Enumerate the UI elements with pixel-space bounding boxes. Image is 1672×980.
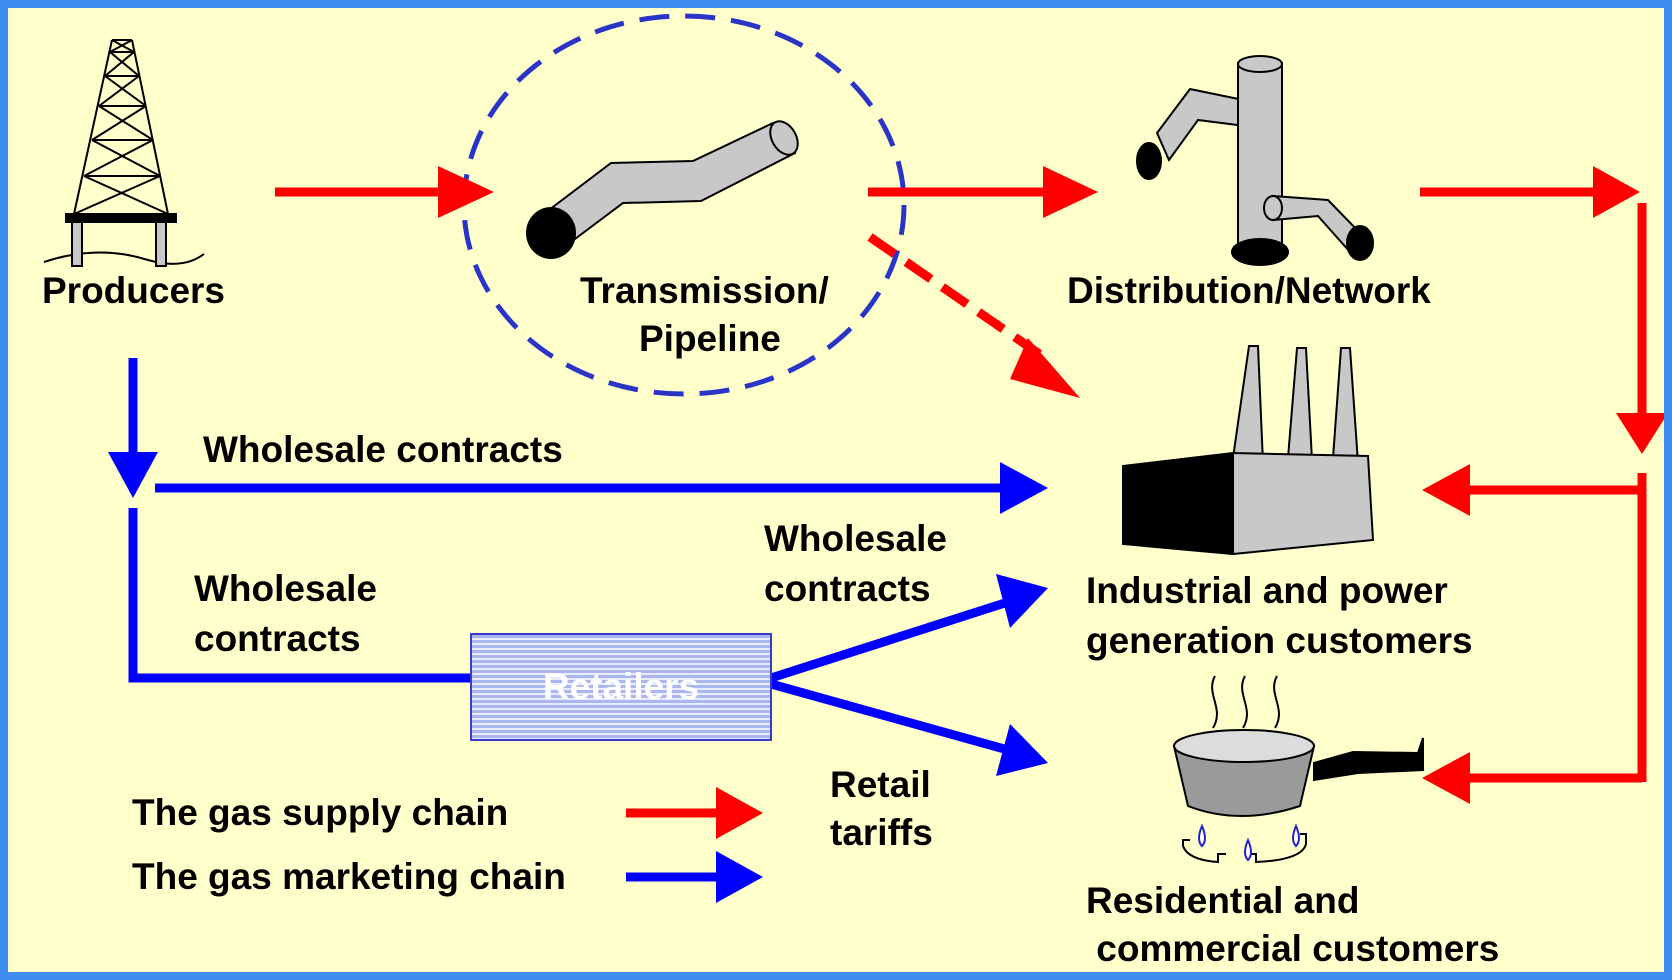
factory-icon — [1122, 345, 1375, 556]
legend-marketing-label: The gas marketing chain — [132, 856, 566, 897]
oil-rig-icon — [43, 39, 205, 267]
wholesale-top-label: Wholesale contracts — [203, 429, 563, 470]
pipeline-icon — [526, 120, 799, 259]
transmission-focus-circle — [461, 13, 907, 397]
industrial-label-line2: generation customers — [1086, 620, 1473, 661]
supply-chain-arrows — [275, 166, 1664, 839]
saucepan-on-stove-icon — [1172, 675, 1424, 864]
residential-label-line1: Residential and — [1086, 880, 1360, 921]
arrow-retailers-to-residential — [769, 679, 1010, 755]
industrial-label-line1: Industrial and power — [1086, 570, 1448, 611]
producers-label: Producers — [42, 270, 226, 311]
legend-supply-label: The gas supply chain — [132, 792, 509, 833]
transmission-label-line1: Transmission/ — [580, 270, 829, 311]
distribution-label: Distribution/Network — [1067, 270, 1431, 311]
retailers-label: Retailers — [542, 666, 700, 707]
line-wholesale-to-retailers — [128, 508, 471, 683]
retail-tariffs-line1: Retail — [830, 764, 931, 805]
retailers-box — [470, 633, 772, 741]
retail-tariffs-line2: tariffs — [830, 812, 933, 853]
distribution-pipes-icon — [1136, 55, 1374, 266]
diagram-graphics — [43, 13, 1664, 903]
arrow-transmission-to-industrial — [867, 233, 1051, 364]
wholesale-right-line2: contracts — [764, 568, 931, 609]
arrow-retailers-to-industrial — [769, 597, 1010, 683]
wholesale-right-line1: Wholesale — [764, 518, 947, 559]
gas-chain-diagram: Producers Transmission/ Pipeline Distrib… — [8, 8, 1664, 972]
transmission-label-line2: Pipeline — [639, 318, 781, 359]
marketing-chain-arrows — [108, 358, 1048, 903]
wholesale-left-line1: Wholesale — [194, 568, 377, 609]
wholesale-left-line2: contracts — [194, 618, 361, 659]
residential-label-line2: commercial customers — [1086, 928, 1500, 969]
